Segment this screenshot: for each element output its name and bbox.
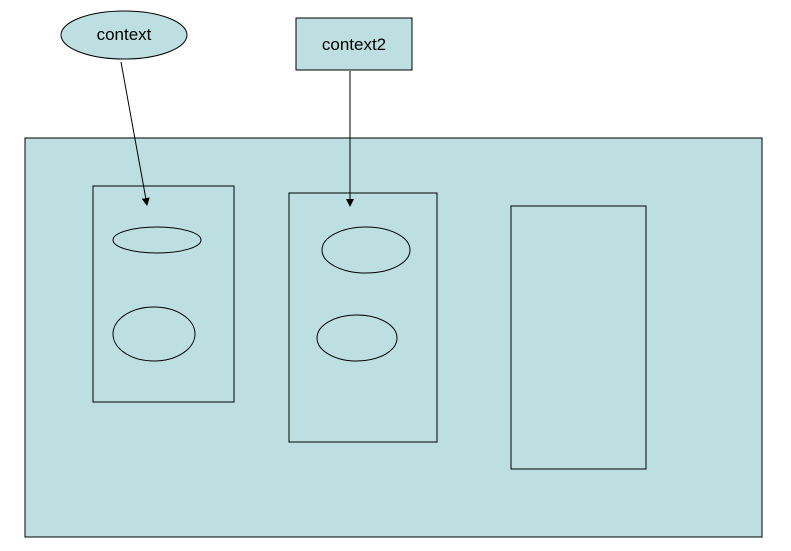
context-box-left [92,185,235,403]
left-box-ellipse-bottom [112,306,196,362]
context2-node [295,17,413,71]
left-box-ellipse-top [112,226,202,254]
arrow-context-to-left-box [120,61,150,206]
context-node [60,10,188,60]
outer-container [24,137,763,538]
context-box-right [510,205,647,470]
context2-label: context2 [322,35,386,54]
context-label: context [97,25,152,44]
middle-box-ellipse-bottom [316,314,398,362]
context-box-middle [288,192,438,443]
middle-box-ellipse-top [321,226,411,274]
